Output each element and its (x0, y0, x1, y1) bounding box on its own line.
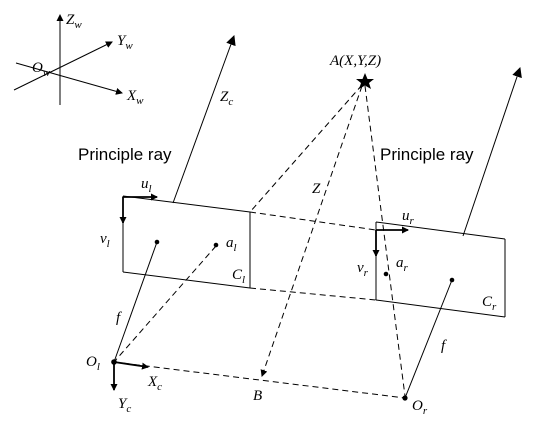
left-focal-label: f (116, 310, 122, 326)
world-origin-label: Ow (32, 60, 51, 79)
ray-a-to-plane (249, 84, 363, 213)
baseline-point-label: B (253, 388, 262, 404)
right-principal-continued (404, 279, 453, 399)
world-frame: Zw Yw Xw Ow (13, 12, 144, 107)
ray-a-to-left-image (113, 245, 217, 363)
right-principal-point (449, 277, 455, 283)
right-v-label: vr (357, 260, 369, 279)
camera-y-label: Yc (118, 396, 131, 415)
right-image-point-label: ar (396, 255, 409, 274)
left-optical-center-label: Ol (86, 354, 100, 373)
world-x-label: Xw (126, 88, 144, 107)
world-y-axis (13, 41, 113, 91)
point-a-star-icon (356, 73, 374, 89)
camera-x-axis (113, 361, 149, 370)
right-ray-label: Principle ray (380, 145, 474, 164)
world-x-axis (15, 62, 123, 95)
right-image-point (383, 271, 389, 277)
baseline (113, 361, 406, 399)
world-y-label: Yw (117, 33, 133, 52)
left-center-label: Cl (232, 267, 245, 286)
construction-lines (113, 84, 406, 399)
depth-label: Z (312, 181, 321, 197)
left-v-label: vl (100, 231, 110, 250)
plane-link-bottom (249, 287, 377, 301)
left-principal-continued (113, 241, 158, 363)
point-a-label: A(X,Y,Z) (329, 53, 381, 69)
left-ray-label: Principle ray (78, 145, 172, 164)
right-center-label: Cr (482, 294, 497, 313)
camera-x-label: Xc (147, 374, 162, 393)
right-optical-center (402, 395, 408, 401)
left-principal-point (154, 239, 160, 245)
right-optical-center-label: Or (412, 398, 428, 417)
ray-a-to-right (364, 85, 406, 397)
right-focal-label: f (441, 338, 447, 354)
depth-line-z (260, 85, 363, 377)
right-principal-axis (462, 67, 522, 237)
left-principal-axis-label: Zc (220, 89, 233, 108)
left-u-label: ul (141, 176, 152, 195)
left-principal-axis (172, 35, 236, 204)
right-u-label: ur (402, 208, 415, 227)
left-image-point-label: al (226, 235, 237, 254)
plane-link-top (249, 211, 377, 231)
left-image-point (213, 242, 219, 248)
world-z-label: Zw (66, 12, 82, 31)
